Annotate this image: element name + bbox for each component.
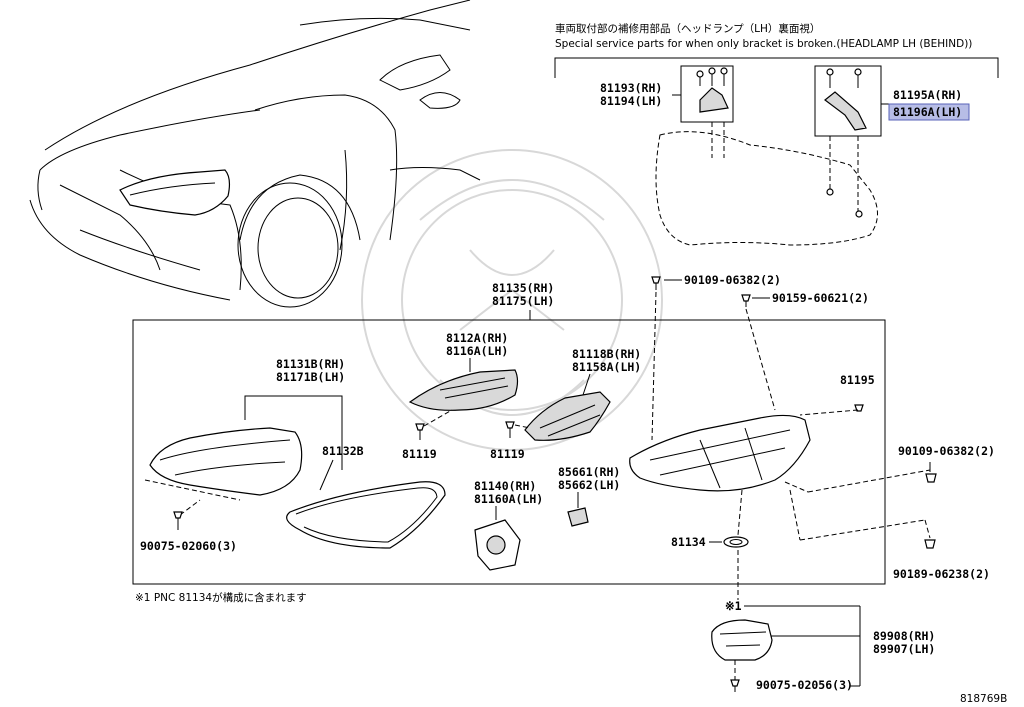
screw-81119-a [415,423,425,440]
label-81195a: 81195A(RH) [893,88,962,102]
label-81195: 81195 [840,373,875,387]
seal-81134 [723,536,749,548]
label-81131b: 81131B(RH) [276,357,345,371]
rear-housing-bracket [629,414,811,492]
label-81175: 81175(LH) [492,294,554,308]
label-89907: 89907(LH) [873,642,935,656]
screw-81119-b [505,421,515,438]
label-81196a: 81196A(LH) [893,105,962,119]
screw-90109-top [651,276,661,290]
label-90109-right: 90109-06382(2) [898,444,995,458]
label-81118b: 81118B(RH) [572,347,641,361]
screw-90109-right [925,473,937,483]
bracket-81195a-box [814,65,882,137]
label-8116a: 8116A(LH) [446,344,508,358]
label-90159: 90159-60621(2) [772,291,869,305]
screw-90189 [924,539,936,549]
headlamp-housing-81131b [149,427,303,496]
label-81119-a: 81119 [402,447,437,461]
diagram-id: 818769B [960,693,1007,705]
ecu-89908 [711,619,773,661]
label-81119-b: 81119 [490,447,525,461]
footnote: ※1 PNC 81134が構成に含まれます [135,591,307,604]
screw-90075-bottom [730,679,740,692]
label-89908: 89908(RH) [873,629,935,643]
note-bracket [554,57,999,78]
highlight-81196a [888,103,970,121]
label-90075-left: 90075-02060(3) [140,539,237,553]
label-85661: 85661(RH) [558,465,620,479]
label-81134: 81134 [671,535,706,549]
label-81160a: 81160A(LH) [474,492,543,506]
label-81140: 81140(RH) [474,479,536,493]
watermark-emblem [361,149,663,451]
screw-90159 [741,294,751,307]
bezel-8112a [408,369,519,411]
connector-85661 [567,507,589,527]
label-90189: 90189-06238(2) [893,567,990,581]
label-81193: 81193(RH) [600,81,662,95]
bracket-81193-box [680,65,734,123]
label-90109-top: 90109-06382(2) [684,273,781,287]
car-front-illustration [29,0,481,308]
screw-90075-left [173,511,183,530]
jp-note-title: 車両取付部の補修用部品（ヘッドランプ（LH）裏面視） [555,22,820,35]
en-note-title: Special service parts for when only brac… [555,38,972,50]
headlamp-outline-behind [655,131,878,246]
label-85662: 85662(LH) [558,478,620,492]
label-81171b: 81171B(LH) [276,370,345,384]
label-90075-bottom: 90075-02056(3) [756,678,853,692]
assembly-box [132,319,886,585]
label-81135: 81135(RH) [492,281,554,295]
label-81158a: 81158A(LH) [572,360,641,374]
label-asterisk-1: ※1 [725,599,742,613]
label-81194: 81194(LH) [600,94,662,108]
gasket-81132b [286,481,446,549]
label-81132b: 81132B [322,444,364,458]
label-8112a: 8112A(RH) [446,331,508,345]
screw-81195 [854,404,864,412]
